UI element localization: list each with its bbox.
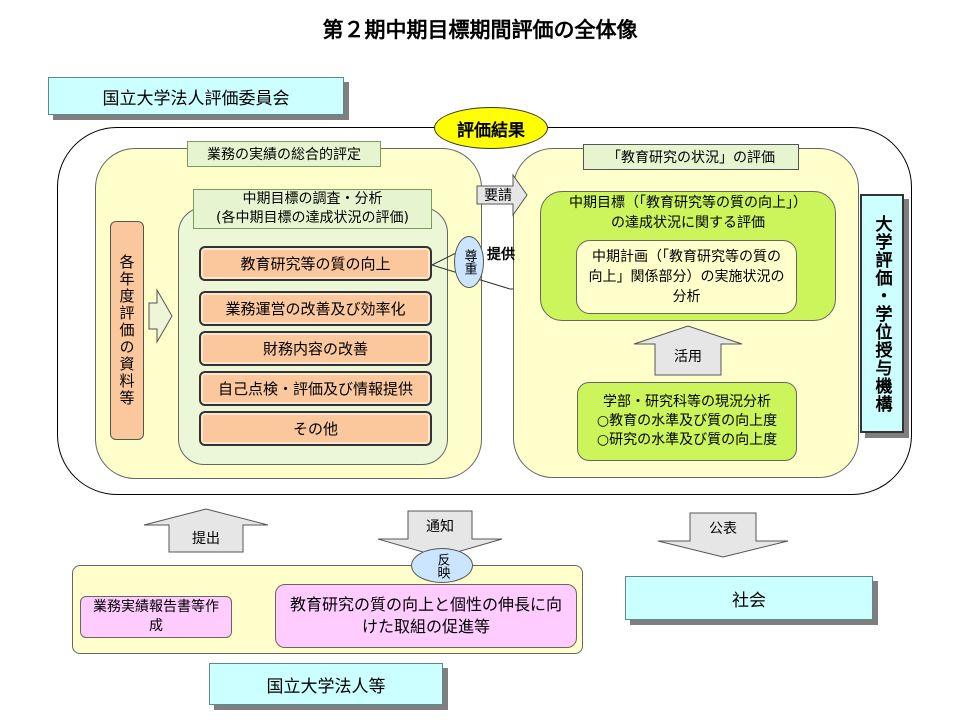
mid-goal-text: 中期目標（「教育研究等の質の向上」） の達成状況に関する評価 — [540, 192, 836, 234]
evaluation-result-label: 評価結果 — [457, 120, 525, 141]
mid-analysis-line1: 中期目標の調査・分析 — [242, 191, 383, 207]
page-title: 第２期中期目標期間評価の全体像 — [322, 18, 638, 42]
faculty-line1: 学部・研究科等の現況分析 — [603, 394, 771, 410]
item-operations-label: 業務運営の改善及び効率化 — [225, 300, 406, 318]
item-self-check: 自己点検・評価及び情報提供 — [199, 371, 432, 406]
item-quality: 教育研究等の質の向上 — [199, 246, 432, 281]
society-label: 社会 — [732, 590, 766, 611]
reflect-label: 反映 — [434, 552, 450, 579]
yearly-materials-label: 各年度評価の資料等 — [117, 254, 136, 407]
society-box: 社会 — [625, 576, 873, 620]
request-label: 要請 — [484, 188, 512, 204]
utilize-label-box: 活用 — [655, 345, 721, 367]
publish-label-box: 公表 — [690, 517, 756, 539]
edu-research-label-box: 「教育研究の状況」の評価 — [583, 144, 799, 170]
provide-label: 提供 — [487, 247, 515, 263]
committee-box: 国立大学法人評価委員会 — [48, 77, 344, 115]
mid-analysis-line2: (各中期目標の達成状況の評価) — [216, 210, 409, 226]
utilize-label: 活用 — [674, 349, 702, 365]
request-label-box: 要請 — [481, 186, 515, 204]
mid-goal-line2: の達成状況に関する評価 — [611, 215, 765, 231]
submit-label-box: 提出 — [169, 526, 243, 550]
item-operations: 業務運営の改善及び効率化 — [199, 291, 432, 326]
mid-plan-box: 中期計画（「教育研究等の質の向上」関係部分）の実施状況の分析 — [576, 240, 797, 314]
overall-eval-label: 業務の実績の総合的評定 — [207, 147, 361, 163]
respect-label: 尊重 — [461, 249, 477, 275]
item-finance: 財務内容の改善 — [199, 331, 432, 366]
evaluation-result-ellipse: 評価結果 — [434, 107, 548, 149]
publish-label: 公表 — [709, 521, 737, 537]
university-box: 国立大学法人等 — [209, 663, 443, 705]
report-label: 業務実績報告書等作成 — [93, 599, 219, 634]
mid-goal-line1: 中期目標（「教育研究等の質の向上」） — [569, 195, 807, 211]
edu-research-label: 「教育研究の状況」の評価 — [607, 150, 775, 166]
reflect-ellipse: 反映 — [411, 548, 473, 583]
mid-plan-label: 中期計画（「教育研究等の質の向上」関係部分）の実施状況の分析 — [588, 249, 785, 305]
promotion-label: 教育研究の質の向上と個性の伸長に向けた取組の促進等 — [289, 595, 562, 636]
niad-label: 大学評価・学位授与機構 — [871, 214, 892, 413]
yearly-materials-box: 各年度評価の資料等 — [110, 221, 144, 440]
notify-label-box: 通知 — [408, 515, 472, 537]
mid-analysis-label-box: 中期目標の調査・分析 (各中期目標の達成状況の評価) — [193, 189, 432, 229]
item-quality-label: 教育研究等の質の向上 — [240, 255, 391, 273]
respect-ellipse: 尊重 — [454, 236, 484, 288]
item-other: その他 — [199, 411, 432, 446]
niad-box: 大学評価・学位授与機構 — [860, 194, 904, 433]
faculty-line2: ○教育の水準及び質の向上度 — [596, 413, 778, 429]
notify-label: 通知 — [426, 519, 454, 535]
committee-label: 国立大学法人評価委員会 — [102, 88, 290, 109]
item-finance-label: 財務内容の改善 — [262, 340, 368, 358]
university-label: 国立大学法人等 — [266, 676, 386, 697]
promotion-box: 教育研究の質の向上と個性の伸長に向けた取組の促進等 — [275, 584, 577, 648]
item-self-check-label: 自己点検・評価及び情報提供 — [217, 380, 413, 398]
faculty-line3: ○研究の水準及び質の向上度 — [596, 432, 778, 448]
item-other-label: その他 — [292, 420, 338, 438]
submit-label: 提出 — [192, 531, 220, 547]
overall-eval-label-box: 業務の実績の総合的評定 — [187, 141, 381, 167]
report-box: 業務実績報告書等作成 — [80, 596, 232, 638]
faculty-analysis-box: 学部・研究科等の現況分析 ○教育の水準及び質の向上度 ○研究の水準及び質の向上度 — [577, 382, 797, 461]
